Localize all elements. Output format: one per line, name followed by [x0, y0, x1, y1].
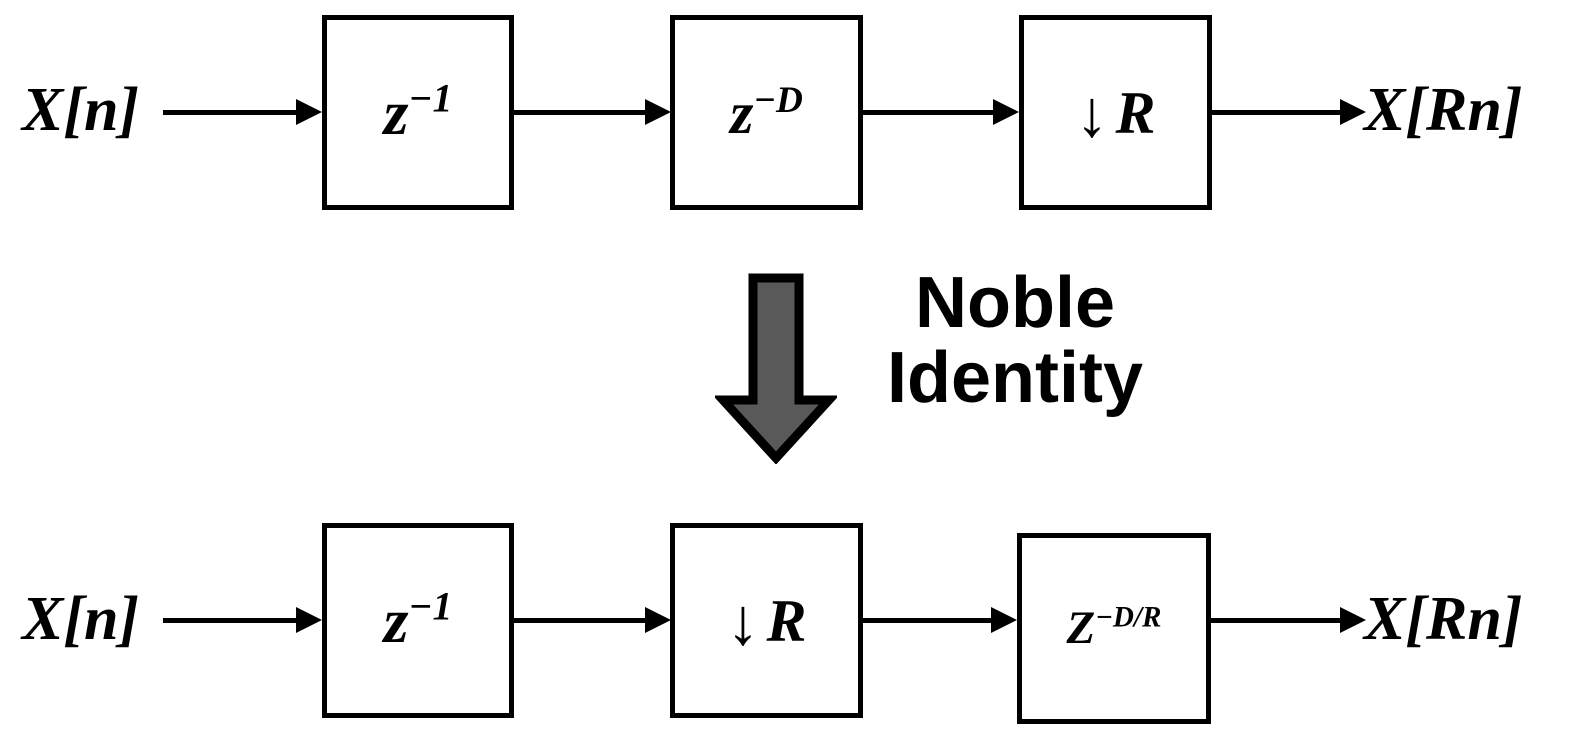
arrowhead-icon: [991, 607, 1017, 633]
down-arrow-icon: ↓: [726, 585, 760, 659]
arrowhead-icon: [1340, 99, 1366, 125]
arrowhead-icon: [296, 607, 322, 633]
block-unit-delay-bottom-label: z−1: [383, 584, 453, 656]
connector-block1-to-block2-bottom: [514, 618, 648, 623]
input-label-top: X[n]: [22, 76, 140, 144]
block-unit-delay-bottom[interactable]: z−1: [322, 523, 514, 718]
connector-block2-to-block3-bottom: [863, 618, 993, 623]
block-downsampler-top[interactable]: ↓R: [1019, 15, 1212, 210]
connector-block2-to-block3-top: [863, 110, 995, 115]
arrowhead-icon: [645, 99, 671, 125]
block-downsampler-bottom[interactable]: ↓R: [670, 523, 863, 718]
noble-identity-caption-line1: Noble: [914, 263, 1115, 343]
block-delay-d-over-r-bottom[interactable]: Z−D/R: [1017, 533, 1211, 724]
connector-block1-to-block2-top: [514, 110, 648, 115]
output-label-top: X[Rn]: [1364, 76, 1523, 144]
down-arrow-thick-icon: [712, 273, 840, 465]
connector-input-to-block1-top: [163, 110, 301, 115]
block-delay-d-top-label: z−D: [730, 79, 803, 146]
block-downsampler-bottom-label: ↓R: [726, 585, 807, 659]
noble-identity-transition-arrow: [712, 272, 840, 469]
noble-identity-caption: Noble Identity: [845, 266, 1185, 416]
input-label-bottom: X[n]: [22, 585, 140, 653]
output-label-bottom: X[Rn]: [1364, 585, 1523, 653]
arrowhead-icon: [296, 99, 322, 125]
arrowhead-icon: [1340, 607, 1366, 633]
block-delay-d-over-r-bottom-label: Z−D/R: [1066, 601, 1162, 654]
block-delay-d-top[interactable]: z−D: [670, 15, 863, 210]
block-downsampler-top-label: ↓R: [1075, 77, 1156, 151]
connector-block3-to-output-top: [1212, 110, 1343, 115]
block-unit-delay-top-label: z−1: [383, 76, 453, 148]
connector-block3-to-output-bottom: [1211, 618, 1343, 623]
arrowhead-icon: [645, 607, 671, 633]
down-arrow-icon: ↓: [1075, 77, 1109, 151]
arrowhead-icon: [993, 99, 1019, 125]
block-unit-delay-top[interactable]: z−1: [322, 15, 514, 210]
noble-identity-caption-line2: Identity: [886, 337, 1143, 418]
connector-input-to-block1-bottom: [163, 618, 301, 623]
